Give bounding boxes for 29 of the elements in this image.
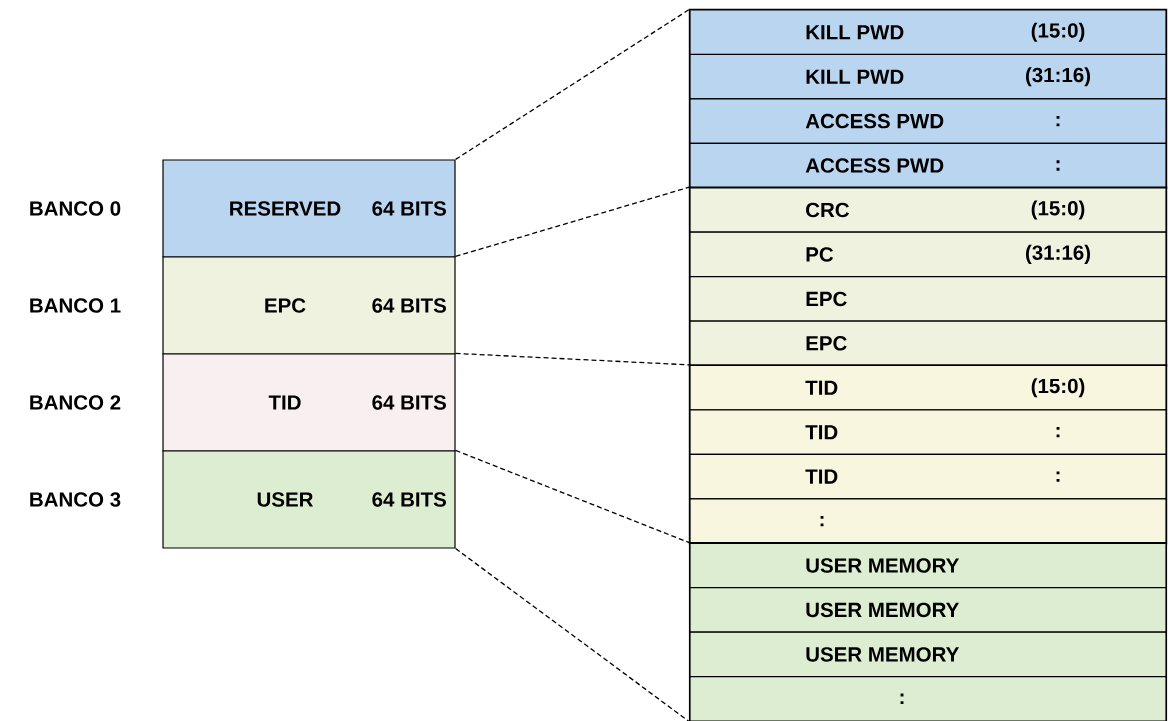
memory-bank-box: RESERVED 64 BITS <box>162 159 456 258</box>
dashed-line <box>454 547 691 721</box>
bank-label: BANCO 1 <box>30 298 121 313</box>
memory-row: : <box>689 676 1167 721</box>
memory-row: EPC <box>689 320 1167 367</box>
memory-row: USER MEMORY <box>689 542 1167 589</box>
memory-row: TID : <box>689 453 1167 500</box>
bank-label: BANCO 3 <box>30 492 121 507</box>
bank-label: BANCO 2 <box>30 395 121 410</box>
dashed-line <box>454 8 691 161</box>
memory-row: EPC <box>689 276 1167 322</box>
memory-bank-box: USER 64 BITS <box>162 450 456 549</box>
memory-row: CRC (15:0) <box>689 187 1167 233</box>
dashed-line <box>454 449 691 544</box>
memory-row: ACCESS PWD : <box>689 98 1167 144</box>
memory-row: PC (31:16) <box>689 231 1167 278</box>
memory-row: TID (15:0) <box>689 364 1167 411</box>
dashed-line <box>454 352 691 366</box>
memory-row: KILL PWD (15:0) <box>689 9 1167 55</box>
bank-label: BANCO 0 <box>30 201 121 216</box>
memory-row: TID : <box>689 409 1167 455</box>
dashed-line <box>454 186 691 258</box>
memory-row: KILL PWD (31:16) <box>689 53 1167 100</box>
memory-row: USER MEMORY <box>689 587 1167 633</box>
memory-row: : <box>689 498 1167 544</box>
memory-row: USER MEMORY <box>689 631 1167 678</box>
memory-bank-box: TID 64 BITS <box>162 353 456 452</box>
memory-row: ACCESS PWD : <box>689 142 1167 189</box>
memory-bank-box: EPC 64 BITS <box>162 256 456 355</box>
